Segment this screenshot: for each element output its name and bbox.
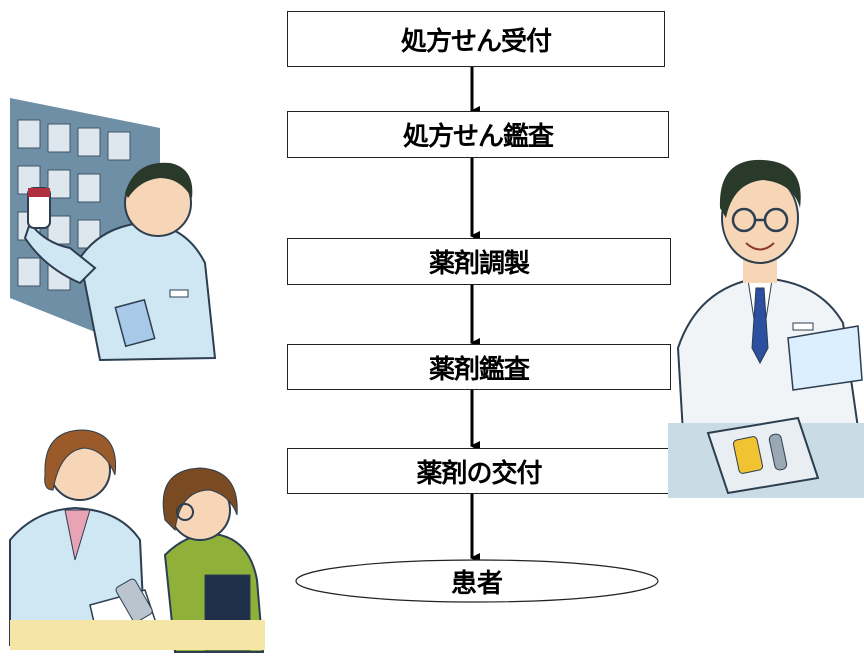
step-prescription-reception: 処方せん受付	[287, 11, 665, 67]
step-label: 処方せん受付	[400, 26, 552, 57]
step-prescription-audit: 処方せん鑑査	[287, 111, 669, 158]
step-label: 薬剤の交付	[416, 458, 542, 489]
terminal-oval	[295, 559, 659, 603]
step-label: 薬剤鑑査	[428, 354, 530, 385]
pharmacist-shelves-illustration	[10, 98, 217, 362]
pharmacist-tray-illustration	[668, 159, 864, 498]
step-label: 処方せん鑑査	[402, 122, 554, 152]
step-drug-preparation: 薬剤調製	[287, 238, 671, 285]
terminal-label: 患者	[450, 568, 503, 599]
step-drug-delivery: 薬剤の交付	[287, 448, 671, 494]
pharmacist-counseling-illustration	[9, 429, 265, 653]
step-drug-audit: 薬剤鑑査	[287, 344, 671, 390]
terminal-patient: 患者	[296, 560, 658, 602]
step-label: 薬剤調製	[428, 249, 530, 279]
